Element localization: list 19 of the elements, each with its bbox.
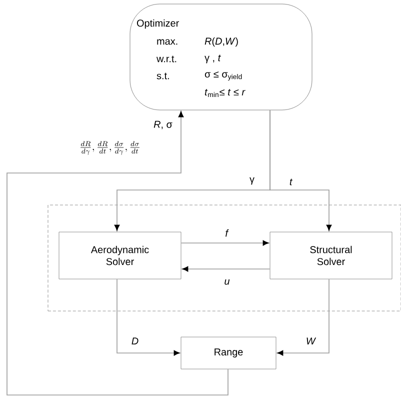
- arrow: [277, 278, 330, 356]
- optimizer-box: Optimizer max. R(D,W) w.r.t. γ , t s.t. σ ≤ σ$_{yield}$ t$_{min}$≤ t ≤ r: [130, 4, 312, 110]
- edge-label: f: [224, 228, 230, 238]
- arrow: [180, 240, 269, 246]
- edge-label: W: [304, 336, 318, 346]
- derivative-label: $\frac{dR}{d\gamma}, \frac{dR}{dt}, \frac{d\sigma}{d\gamma}, \frac{d\sigma}{dt}$: [80, 141, 140, 155]
- arrow: [116, 278, 180, 356]
- arrow: [182, 266, 270, 272]
- arrow: [270, 110, 332, 231]
- process-box: Range: [180, 336, 276, 370]
- edge-label: D: [130, 336, 140, 346]
- process-box: Structural Solver: [270, 232, 392, 280]
- edge-label: u: [223, 278, 231, 286]
- arrow: [6, 111, 228, 396]
- edge-label: γ: [248, 176, 256, 186]
- process-box: Aerodynamic Solver: [58, 232, 182, 280]
- edge-label: t: [288, 178, 294, 186]
- edge-label: R, σ: [152, 120, 174, 130]
- dashed-group-box: [48, 204, 401, 312]
